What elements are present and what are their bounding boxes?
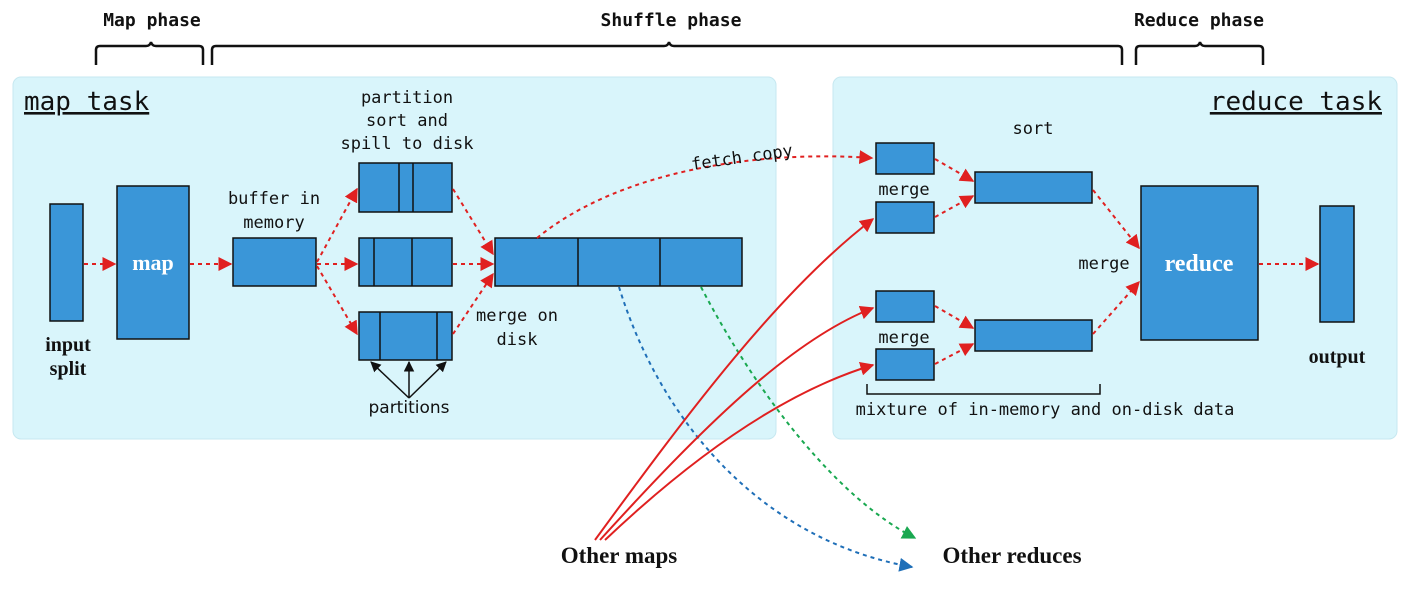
reduce-task-title: reduce task: [1210, 87, 1383, 117]
spill-file-3: [358, 311, 453, 361]
map-phase-label: Map phase: [103, 10, 201, 31]
sorted-run-top: [974, 171, 1093, 204]
arrow-other-maps-to-merge-3: [599, 306, 875, 541]
spill-file-2: [358, 237, 453, 287]
partition-label-3: spill to disk: [340, 134, 473, 154]
output-label: output: [1309, 346, 1366, 368]
shuffle-phase-label: Shuffle phase: [601, 10, 742, 31]
map-box-label: map: [132, 250, 174, 275]
reduce-box: [1140, 185, 1259, 341]
partitions-arrow-1: [370, 361, 410, 399]
fetch-copy-arrow: [536, 150, 874, 239]
merge-label-top: merge: [878, 180, 929, 200]
map-box: [116, 185, 190, 340]
arrow-other-maps-to-merge-4: [604, 361, 875, 541]
arrow-run-bottom-to-reduce: [1092, 280, 1140, 335]
merge-input-1: [875, 142, 935, 175]
arrow-buffer-to-spill-3: [316, 265, 358, 336]
map-task-title: map task: [24, 87, 150, 117]
merge-input-4: [875, 348, 935, 381]
arrow-merge-4-to-run: [934, 343, 975, 365]
input-split-label-1: input: [45, 334, 91, 356]
shuffle-phase-brace: [210, 41, 1124, 65]
input-split-box: [49, 203, 84, 322]
partition-label-1: partition: [361, 88, 453, 108]
mixture-bracket: [866, 384, 1101, 395]
merge-on-disk-label-2: disk: [497, 330, 538, 350]
arrow-buffer-to-spill-1: [316, 187, 358, 263]
arrow-to-other-reduces-green: [700, 286, 917, 539]
input-split-label-2: split: [50, 358, 87, 380]
merge-input-3: [875, 290, 935, 323]
other-maps-label: Other maps: [561, 543, 678, 568]
merged-disk-file: [494, 237, 743, 287]
buffer-label-1: buffer in: [228, 189, 320, 209]
merge-label-bottom: merge: [878, 328, 929, 348]
reduce-phase-brace: [1134, 41, 1265, 65]
reduce-box-label: reduce: [1165, 251, 1234, 277]
merge-on-disk-label-1: merge on: [476, 306, 558, 326]
reduce-phase-label: Reduce phase: [1134, 10, 1264, 31]
buffer-label-2: memory: [243, 213, 304, 233]
merge-input-2: [875, 201, 935, 234]
partitions-label: partitions: [368, 398, 449, 418]
map-phase-brace: [94, 41, 205, 65]
arrow-other-maps-to-merge-2: [594, 218, 875, 541]
arrow-to-other-reduces-blue: [618, 286, 914, 572]
merge-label-middle: merge: [1078, 254, 1129, 274]
output-box: [1319, 205, 1355, 323]
other-reduces-label: Other reduces: [942, 543, 1081, 568]
partition-label-2: sort and: [366, 111, 448, 131]
mixture-label: mixture of in-memory and on-disk data: [856, 400, 1235, 420]
spill-file-1: [358, 162, 453, 213]
partitions-arrow-3: [408, 361, 447, 399]
buffer-in-memory-box: [232, 237, 317, 287]
sorted-run-bottom: [974, 319, 1093, 352]
sort-label: sort: [1013, 119, 1054, 139]
